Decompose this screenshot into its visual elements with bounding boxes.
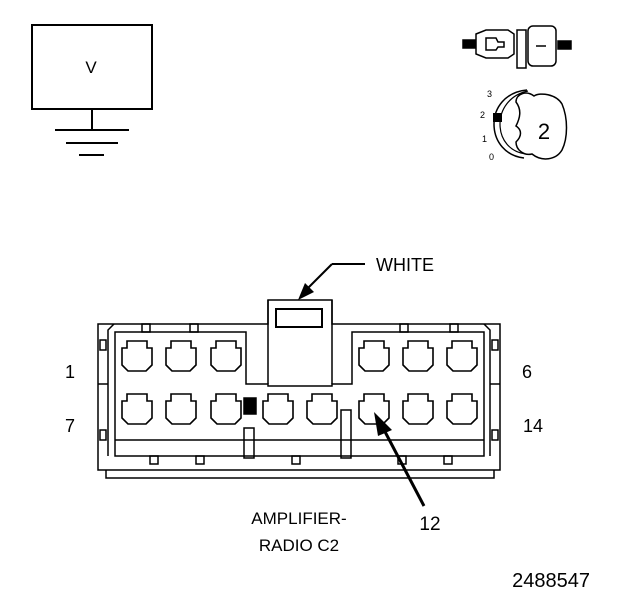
connector-name-line2: RADIO C2 (259, 536, 339, 555)
voltmeter-symbol: V (31, 24, 153, 129)
pin-cavity (358, 393, 390, 425)
pin-cavity (358, 340, 390, 372)
connector-body (97, 299, 501, 479)
color-callout: WHITE (298, 255, 434, 300)
dial-selected-value: 2 (538, 119, 550, 144)
connector-name-line1: AMPLIFIER- (251, 509, 346, 528)
pin-label-6: 6 (522, 362, 532, 382)
pin-cavity (402, 340, 434, 372)
pin-label-14: 14 (523, 416, 543, 436)
pin-cavity (262, 393, 294, 425)
pin-cavity (165, 340, 197, 372)
connector-color-label: WHITE (376, 255, 434, 275)
test-probe-icon (462, 25, 572, 69)
pin-cavity (210, 340, 242, 372)
pin-label-7: 7 (65, 416, 75, 436)
pin-cavity (121, 340, 153, 372)
probed-pin-label: 12 (419, 514, 440, 535)
dial-position-label: 0 (489, 152, 494, 162)
pin-cavity (165, 393, 197, 425)
figure-id: 2488547 (512, 570, 590, 592)
pin-cavity (446, 340, 478, 372)
pin-cavity (210, 393, 242, 425)
pin-cavity (402, 393, 434, 425)
pin-cavity (306, 393, 338, 425)
connector-cavities (121, 340, 478, 425)
ground-icon (55, 129, 129, 156)
pin-cavity (446, 393, 478, 425)
dial-position-label: 3 (487, 89, 492, 99)
pin-label-1: 1 (65, 362, 75, 382)
probe-pointer (374, 412, 426, 507)
selector-dial-icon: 3 2 1 0 2 (480, 89, 568, 162)
dial-position-label: 2 (480, 110, 485, 120)
meter-label: V (85, 58, 97, 77)
pin-cavity (121, 393, 153, 425)
dial-position-label: 1 (482, 134, 487, 144)
